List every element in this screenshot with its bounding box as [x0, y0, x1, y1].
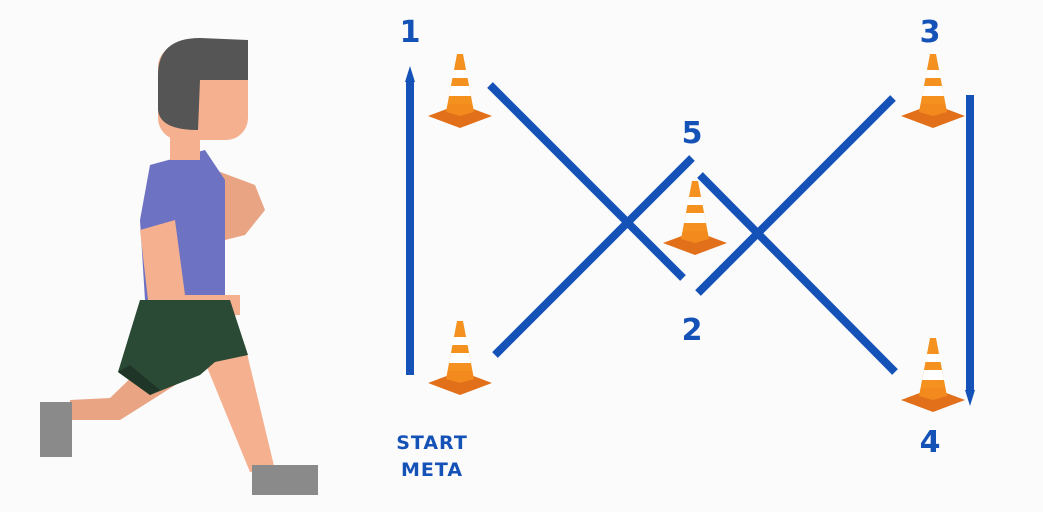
marker-3: 3 — [920, 15, 941, 50]
traffic-cone-icon — [428, 321, 492, 395]
path-segment-2-to-5 — [492, 155, 695, 358]
path-segment-1-to-2 — [487, 82, 686, 281]
path-segment-5-to-4 — [697, 172, 898, 375]
marker-5: 5 — [682, 116, 703, 151]
arrowhead-icon — [965, 390, 975, 406]
arrowhead-icon — [405, 66, 415, 82]
path-segment-4-to-3 — [695, 95, 896, 296]
runner-icon — [40, 38, 318, 495]
traffic-cone-icon — [428, 54, 492, 128]
marker-1: 1 — [400, 15, 421, 50]
marker-2: 2 — [682, 313, 703, 348]
traffic-cone-icon — [901, 54, 965, 128]
marker-4: 4 — [920, 425, 941, 460]
start-label: START — [396, 432, 468, 454]
finish-label: META — [401, 459, 463, 481]
drill-path — [406, 82, 974, 390]
traffic-cone-icon — [901, 338, 965, 412]
